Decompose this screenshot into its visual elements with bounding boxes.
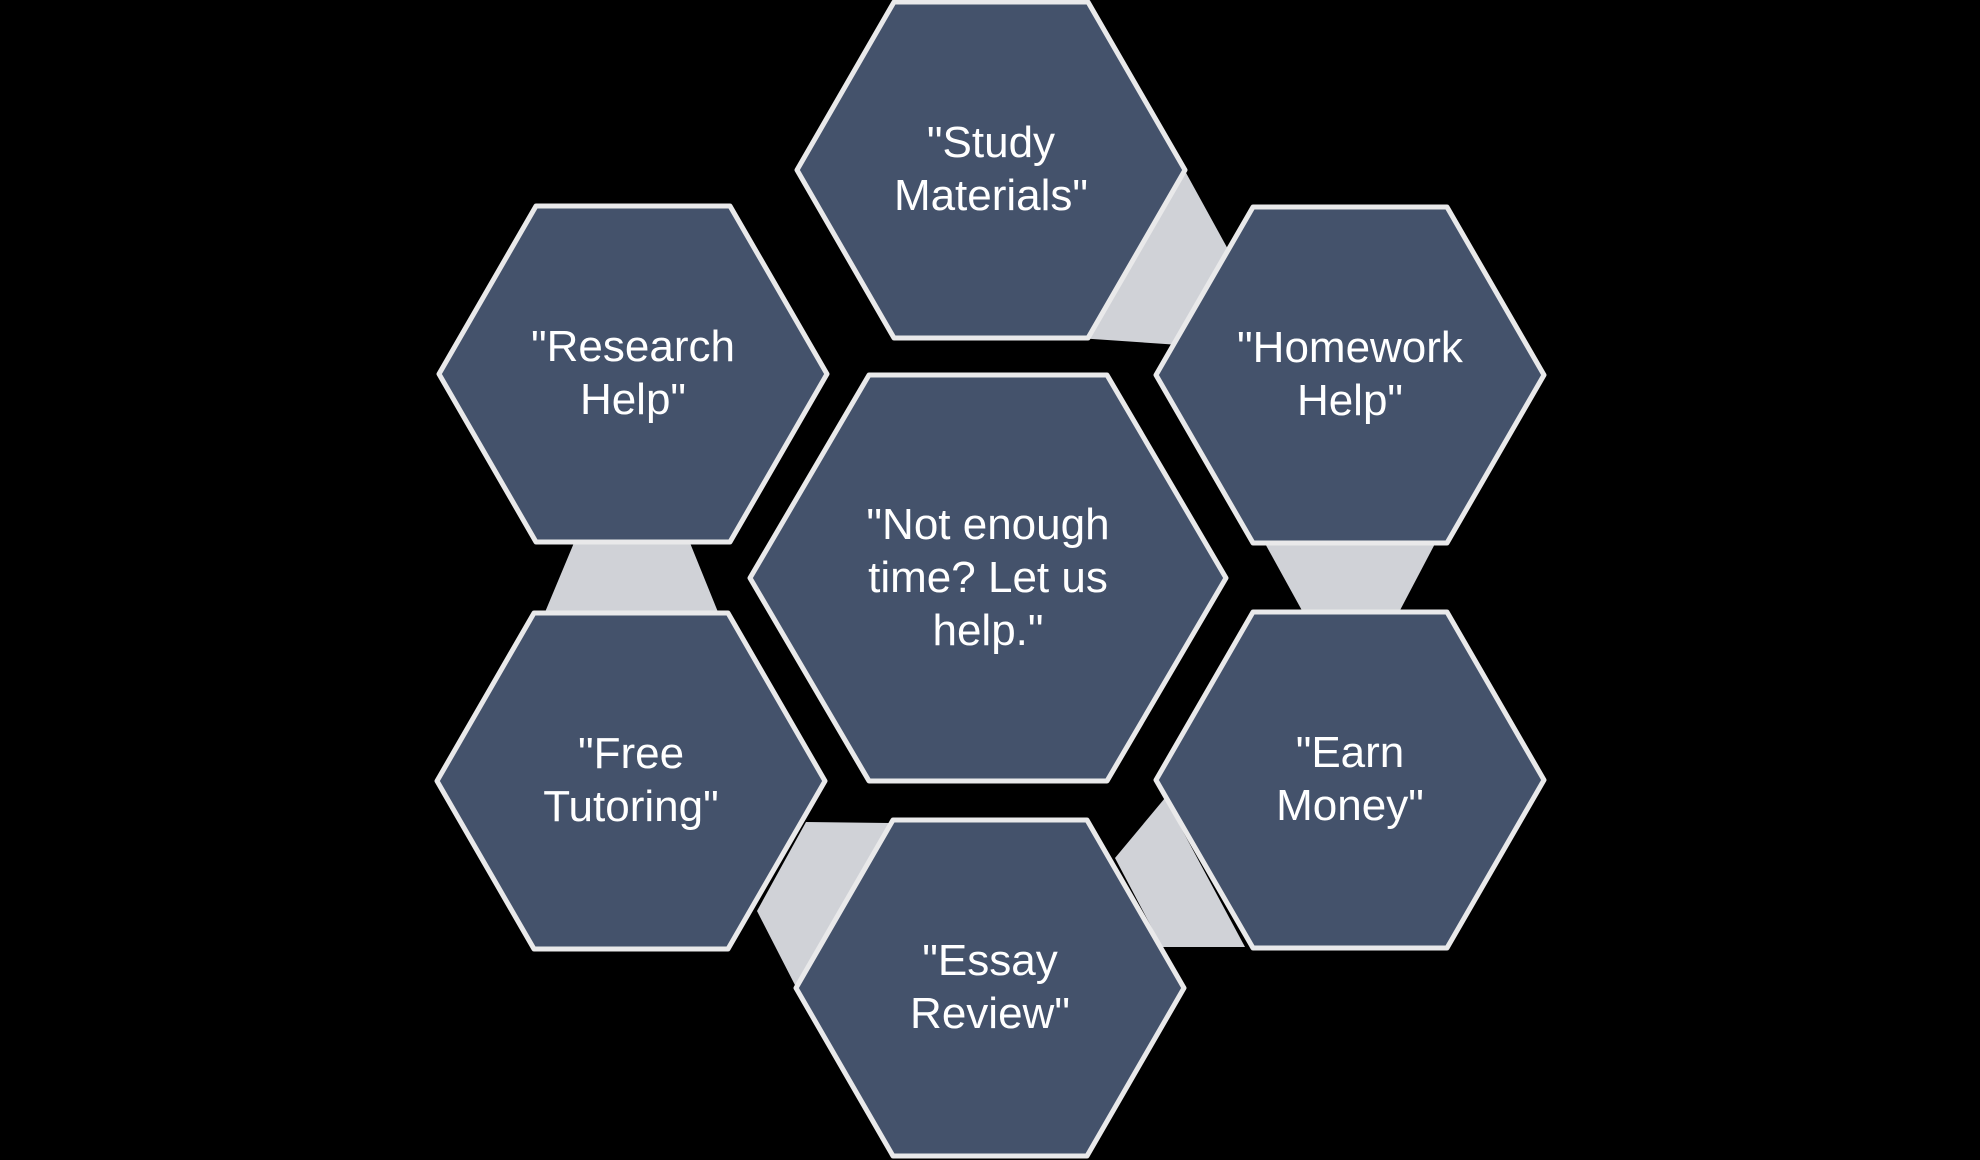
hexagon-earn-money-shape: [1153, 609, 1547, 951]
hexagon-center-shape: [747, 372, 1229, 784]
connector-homework-earn: [1262, 538, 1438, 616]
hexagon-study-materials-shape: [794, 0, 1188, 341]
connector-research-free: [543, 538, 720, 617]
hexagon-essay-review-shape: [793, 817, 1187, 1159]
hexagon-homework-help-shape: [1153, 204, 1547, 546]
connector-earn-essay: [1115, 798, 1245, 947]
hexagon-research-help-shape: [436, 203, 830, 545]
hexagon-free-tutoring-shape: [434, 610, 828, 952]
connector-free-essay: [757, 822, 889, 989]
hexagon-group: [434, 0, 1547, 1159]
